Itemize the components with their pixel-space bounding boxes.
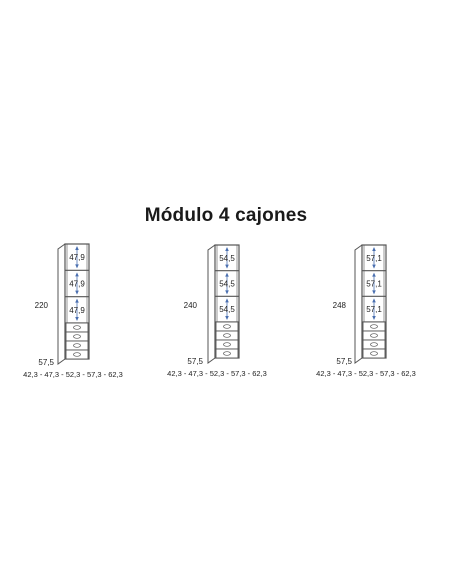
drawer-handle — [223, 333, 231, 338]
drawer-handle — [223, 342, 231, 347]
drawer-handle — [73, 352, 81, 357]
drawer-handle — [370, 351, 378, 356]
shelf-height-label: 47,9 — [69, 253, 85, 262]
shelf-height-label: 57,1 — [366, 254, 382, 263]
arrow-head-down — [372, 264, 376, 269]
drawer-handle — [370, 324, 378, 329]
shelf-height-label: 57,1 — [366, 305, 382, 314]
drawer-handle — [73, 325, 81, 330]
drawer — [362, 321, 386, 332]
depth-label: 57,5 — [38, 358, 54, 367]
arrow-head-up — [372, 298, 376, 303]
drawer — [362, 348, 386, 359]
arrow-head-up — [372, 272, 376, 277]
arrow-head-up — [75, 246, 79, 250]
drawer-handle — [370, 333, 378, 338]
total-height-label: 248 — [333, 301, 347, 310]
arrow-head-up — [372, 247, 376, 251]
drawer — [65, 340, 89, 351]
drawer-handle — [223, 351, 231, 356]
arrow-head-down — [372, 316, 376, 320]
shelf-height-label: 57,1 — [366, 280, 382, 289]
arrow-head-up — [225, 272, 229, 277]
arrow-head-down — [225, 290, 229, 295]
drawer — [65, 349, 89, 360]
total-height-label: 220 — [35, 301, 49, 310]
depth-label: 57,5 — [187, 357, 203, 366]
module-3: 57,1 57,1 57,1 248 57,5 42,3 - 47,3 - 52,3 - … — [316, 244, 416, 378]
drawer — [362, 330, 386, 341]
shelf-height-label: 54,5 — [219, 280, 235, 289]
drawer — [215, 339, 239, 350]
drawer — [65, 322, 89, 333]
side-panel — [57, 243, 66, 365]
arrow-head-down — [75, 264, 79, 269]
drawer — [362, 339, 386, 350]
arrow-head-up — [75, 298, 79, 303]
arrow-head-up — [225, 298, 229, 303]
arrow-head-up — [225, 247, 229, 251]
total-height-label: 240 — [184, 301, 198, 310]
drawer — [215, 348, 239, 359]
drawer-handle — [223, 324, 231, 329]
side-panel — [207, 244, 216, 364]
shelf-height-label: 54,5 — [219, 254, 235, 263]
depth-label: 57,5 — [336, 357, 352, 366]
width-options-label: 42,3 - 47,3 - 52,3 - 57,3 - 62,3 — [316, 369, 416, 378]
drawer — [215, 330, 239, 341]
arrow-head-down — [372, 290, 376, 295]
width-options-label: 42,3 - 47,3 - 52,3 - 57,3 - 62,3 — [23, 370, 123, 379]
arrow-head-up — [75, 272, 79, 277]
arrow-head-down — [75, 317, 79, 321]
module-2: 54,5 54,5 54,5 240 57,5 42,3 - 47,3 - 52,3 - … — [167, 244, 267, 378]
shelf-height-label: 47,9 — [69, 280, 85, 289]
width-options-label: 42,3 - 47,3 - 52,3 - 57,3 - 62,3 — [167, 369, 267, 378]
arrow-head-down — [75, 290, 79, 295]
shelf-height-label: 54,5 — [219, 305, 235, 314]
drawer — [215, 321, 239, 332]
side-panel — [354, 244, 363, 364]
drawer — [65, 331, 89, 342]
arrow-head-down — [225, 316, 229, 320]
arrow-head-down — [225, 264, 229, 269]
module-1: 47,9 47,9 47,9 220 57,5 42,3 - 47,3 - 52,3 - … — [23, 243, 123, 379]
shelf-height-label: 47,9 — [69, 306, 85, 315]
drawer-handle — [73, 343, 81, 348]
page-title: Módulo 4 cajones — [144, 205, 308, 226]
drawer-handle — [73, 334, 81, 339]
drawer-handle — [370, 342, 378, 347]
